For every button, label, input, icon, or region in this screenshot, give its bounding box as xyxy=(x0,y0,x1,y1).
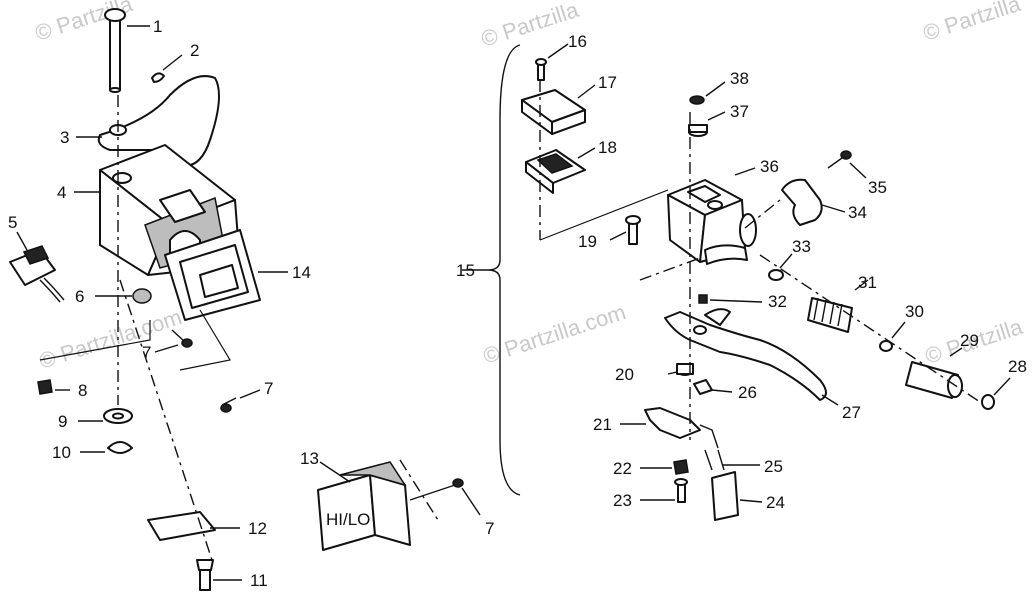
part-1-pin xyxy=(104,8,126,93)
part-24-switch xyxy=(711,471,739,521)
callout-12: 12 xyxy=(248,519,267,538)
part-13-switch: HI/LO xyxy=(317,461,411,551)
part-25-wire xyxy=(704,449,725,471)
part-31-spring xyxy=(807,297,853,333)
part-3-lever xyxy=(97,75,220,167)
part-33-washer xyxy=(768,269,784,281)
part-22-nut xyxy=(673,459,689,475)
part-29-piston xyxy=(905,361,963,399)
part-8-nut xyxy=(37,379,53,395)
part-37-nut xyxy=(688,124,708,137)
callout-30: 30 xyxy=(905,302,924,321)
part-28-ring xyxy=(981,394,995,410)
callout-13: 13 xyxy=(300,449,319,468)
callout-11: 11 xyxy=(250,571,268,590)
part-18-diaphragm xyxy=(525,149,586,194)
callout-34: 34 xyxy=(848,203,867,222)
callout-36: 36 xyxy=(760,157,779,176)
callout-7c: 7 xyxy=(485,519,494,538)
part-38-washer xyxy=(689,95,705,105)
callout-10: 10 xyxy=(52,443,71,462)
switch-label: HI/LO xyxy=(326,510,370,529)
callout-35: 35 xyxy=(868,178,887,197)
callout-31: 31 xyxy=(858,273,877,292)
part-20-bushing xyxy=(676,363,694,376)
assembly-15-bracket xyxy=(487,44,521,496)
part-14-bezel xyxy=(164,229,261,321)
part-17-cap xyxy=(521,89,586,135)
callout-labels: 1 2 3 4 5 6 7 8 9 10 11 12 13 14 15 16 1… xyxy=(8,17,1027,590)
part-35-screw xyxy=(827,150,852,169)
callout-28: 28 xyxy=(1008,357,1027,376)
part-36-master-cylinder xyxy=(667,179,757,265)
callout-32: 32 xyxy=(768,292,787,311)
callout-33: 33 xyxy=(792,237,811,256)
callout-3: 3 xyxy=(60,128,69,147)
part-7-screw xyxy=(171,329,193,348)
callout-25: 25 xyxy=(764,457,783,476)
callout-38: 38 xyxy=(730,69,749,88)
callout-6: 6 xyxy=(75,287,84,306)
part-23-bolt xyxy=(674,478,688,503)
callout-19: 19 xyxy=(578,232,597,251)
callout-21: 21 xyxy=(593,415,612,434)
callout-23: 23 xyxy=(613,491,632,510)
callout-20: 20 xyxy=(615,365,634,384)
callout-1: 1 xyxy=(153,17,162,36)
part-11-bolt xyxy=(196,559,214,591)
part-32-pin xyxy=(698,294,708,304)
callout-37: 37 xyxy=(730,102,749,121)
callout-22: 22 xyxy=(613,459,632,478)
part-10-clip xyxy=(107,441,133,454)
part-7-screw xyxy=(220,397,237,413)
part-26-nut xyxy=(693,379,713,395)
part-34-clamp xyxy=(781,178,823,226)
callout-7: 7 xyxy=(142,343,151,362)
part-30-washer xyxy=(879,340,893,352)
callout-26: 26 xyxy=(738,383,757,402)
callout-24: 24 xyxy=(766,493,785,512)
callout-16: 16 xyxy=(568,32,587,51)
callout-2: 2 xyxy=(190,41,199,60)
callout-5: 5 xyxy=(8,213,17,232)
callout-29: 29 xyxy=(960,331,979,350)
callout-18: 18 xyxy=(598,138,617,157)
callout-15: 15 xyxy=(456,261,475,280)
callout-14: 14 xyxy=(292,263,311,282)
part-5-connector xyxy=(9,245,65,303)
part-7-screw xyxy=(452,478,464,488)
callout-27: 27 xyxy=(842,403,861,422)
part-21-bracket xyxy=(644,407,701,439)
callout-7b: 7 xyxy=(264,379,273,398)
part-2-clip xyxy=(151,72,165,83)
callout-4: 4 xyxy=(57,183,66,202)
callout-9: 9 xyxy=(58,412,67,431)
part-12-cover xyxy=(147,511,216,541)
callout-8: 8 xyxy=(78,381,87,400)
part-16-screw xyxy=(535,58,547,81)
part-27-lever xyxy=(664,311,827,401)
callout-17: 17 xyxy=(598,73,617,92)
part-6-grommet xyxy=(132,288,152,304)
part-19-bolt xyxy=(625,215,641,245)
